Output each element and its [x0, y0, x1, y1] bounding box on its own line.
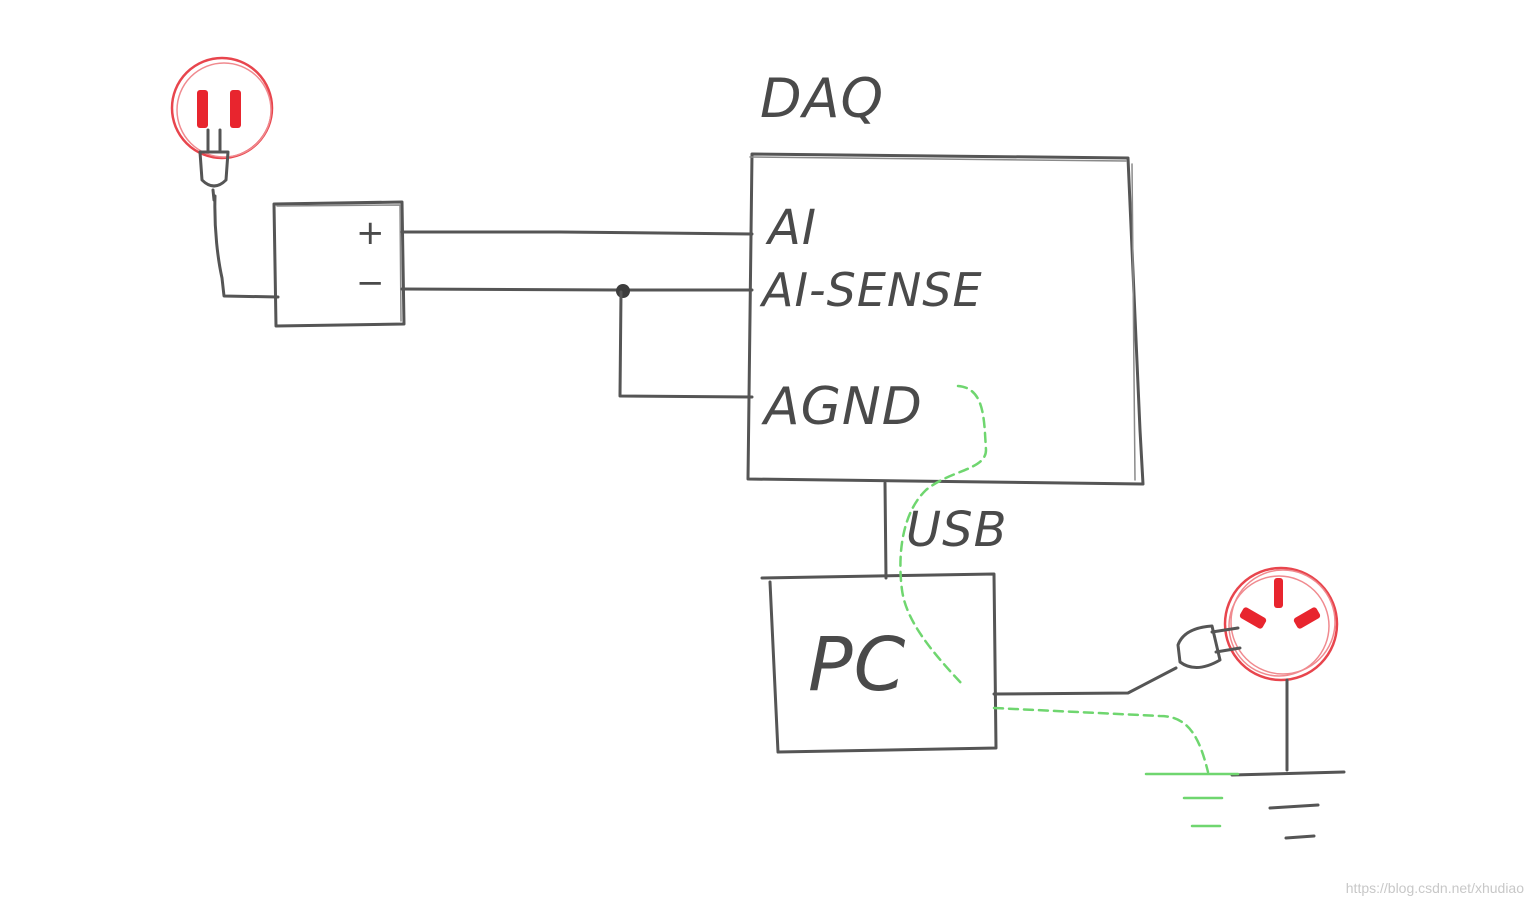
earth-ground-symbol	[1230, 770, 1346, 840]
pc-box	[760, 572, 998, 754]
usb-cable	[883, 481, 888, 580]
right-plug-icon	[1176, 624, 1242, 669]
wire-minus-to-agnd	[618, 290, 754, 399]
ground-loop-path	[899, 384, 988, 686]
ground-path-to-earth	[992, 706, 1210, 774]
watermark: https://blog.csdn.net/xhudiao	[1345, 880, 1524, 896]
daq-box	[746, 152, 1145, 486]
usb-label: USB	[906, 502, 1008, 558]
wire-minus-to-ai-sense	[400, 287, 754, 292]
pc-power-cable	[992, 666, 1178, 696]
agnd-terminal-label: AGND	[761, 377, 923, 437]
right-outlet	[1223, 566, 1339, 682]
ai-terminal-label: AI	[765, 200, 817, 256]
green-ground-symbol	[1144, 772, 1240, 828]
minus-terminal-label: −	[356, 263, 386, 303]
left-outlet	[170, 56, 274, 160]
daq-title: DAQ	[760, 67, 884, 130]
wire-plus-to-ai	[400, 230, 754, 236]
signal-source-box	[272, 200, 406, 328]
junction-dot	[616, 284, 630, 298]
left-plug-icon	[198, 128, 230, 202]
ai-sense-terminal-label: AI-SENSE	[759, 263, 983, 317]
plus-terminal-label: +	[356, 213, 386, 253]
left-power-cable	[213, 194, 280, 299]
pc-label: PC	[808, 622, 906, 708]
